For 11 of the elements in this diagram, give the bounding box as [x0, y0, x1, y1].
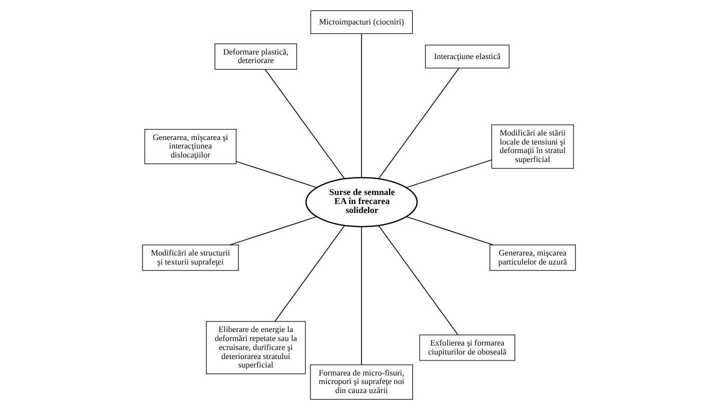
connector: [274, 225, 345, 322]
connector: [236, 161, 318, 188]
connector: [361, 226, 362, 366]
node-ellipse: Surse de semnale EA în frecarea solidelor: [305, 176, 418, 228]
connector: [230, 216, 318, 246]
connector: [406, 216, 494, 246]
connector: [361, 33, 362, 178]
connector: [378, 225, 458, 336]
connector: [378, 68, 460, 180]
connector: [406, 159, 492, 188]
connector: [264, 69, 345, 180]
